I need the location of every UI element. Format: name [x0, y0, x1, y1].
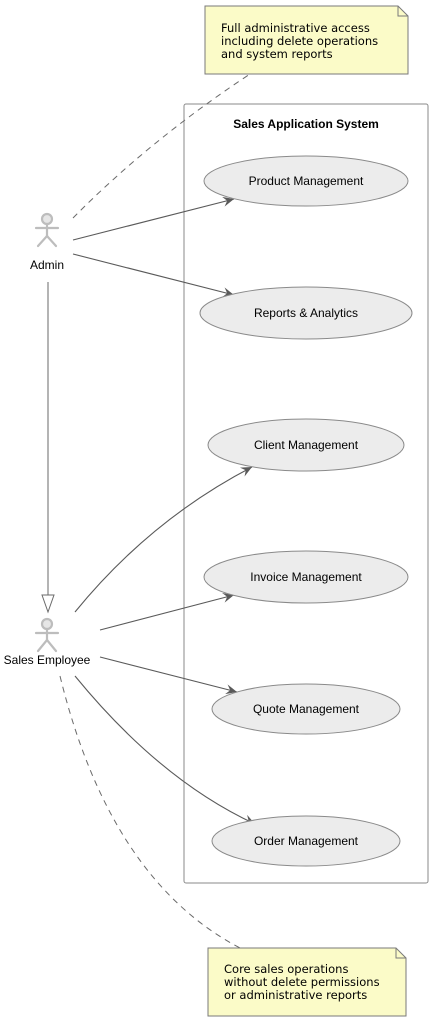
use-case-invoice-management[interactable]: Invoice Management	[203, 550, 409, 604]
assoc-employee-order	[74, 675, 256, 825]
use-case-product-management[interactable]: Product Management	[203, 155, 409, 207]
assoc-employee-quote	[99, 656, 238, 695]
admin-actor-icon[interactable]	[34, 212, 60, 248]
employee-note-connector	[59, 675, 241, 949]
use-case-quote-management[interactable]: Quote Management	[211, 683, 401, 735]
employee-note: Core sales operations without delete per…	[207, 947, 407, 1017]
employee-note-line-1: Core sales operations	[224, 962, 348, 976]
svg-text:Client Management: Client Management	[254, 438, 359, 452]
svg-text:Reports & Analytics: Reports & Analytics	[254, 306, 358, 320]
employee-note-line-3: or administrative reports	[224, 988, 367, 1002]
svg-text:Invoice Management: Invoice Management	[250, 570, 362, 584]
sales-employee-actor-label: Sales Employee	[4, 653, 91, 667]
use-case-reports-analytics[interactable]: Reports & Analytics	[199, 286, 413, 340]
admin-note: Full administrative access including del…	[204, 5, 409, 75]
admin-note-line-1: Full administrative access	[221, 21, 370, 35]
admin-note-line-3: and system reports	[221, 47, 333, 61]
use-case-order-management[interactable]: Order Management	[211, 815, 401, 867]
svg-text:Product Management: Product Management	[249, 174, 364, 188]
employee-note-line-2: without delete permissions	[224, 975, 380, 989]
assoc-admin-product	[72, 196, 235, 241]
assoc-admin-reports	[72, 253, 235, 298]
use-case-client-management[interactable]: Client Management	[207, 418, 405, 472]
svg-text:Order Management: Order Management	[254, 834, 359, 848]
admin-note-connector	[72, 73, 251, 219]
assoc-employee-client	[74, 466, 253, 613]
svg-text:Quote Management: Quote Management	[253, 702, 360, 716]
admin-note-line-2: including delete operations	[221, 34, 378, 48]
system-boundary	[183, 103, 429, 884]
admin-actor-label: Admin	[30, 258, 64, 272]
assoc-employee-invoice	[99, 592, 235, 631]
generalization-arrowhead	[41, 594, 55, 614]
sales-employee-actor-icon[interactable]	[34, 617, 60, 653]
system-title: Sales Application System	[233, 117, 379, 131]
